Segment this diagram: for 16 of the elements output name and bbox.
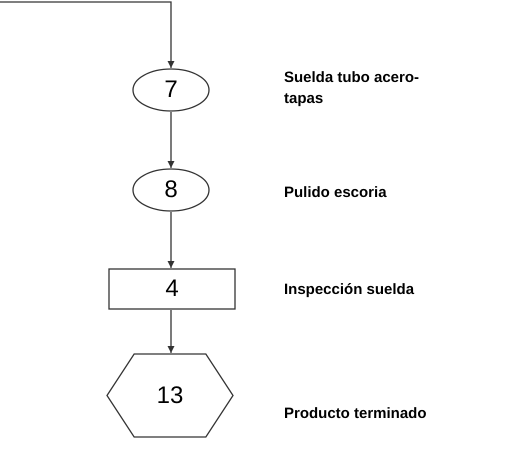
step-description: Producto terminado bbox=[284, 404, 428, 424]
flow-arrow bbox=[168, 212, 174, 268]
product-hexagon bbox=[106, 353, 234, 438]
step-description: Pulido escoria bbox=[284, 183, 388, 203]
step-description: Inspección suelda bbox=[284, 280, 416, 300]
flow-arrow bbox=[0, 1, 174, 68]
step-number: 7 bbox=[164, 76, 178, 104]
inspection-box bbox=[108, 268, 236, 310]
operation-oval bbox=[132, 68, 210, 112]
flow-arrow bbox=[168, 310, 174, 353]
step-number: 8 bbox=[164, 176, 178, 204]
step-description: Suelda tubo acero-tapas bbox=[284, 68, 420, 109]
operation-oval bbox=[132, 168, 210, 212]
flow-arrow bbox=[168, 112, 174, 168]
step-number: 13 bbox=[156, 382, 184, 410]
step-number: 4 bbox=[165, 275, 179, 303]
